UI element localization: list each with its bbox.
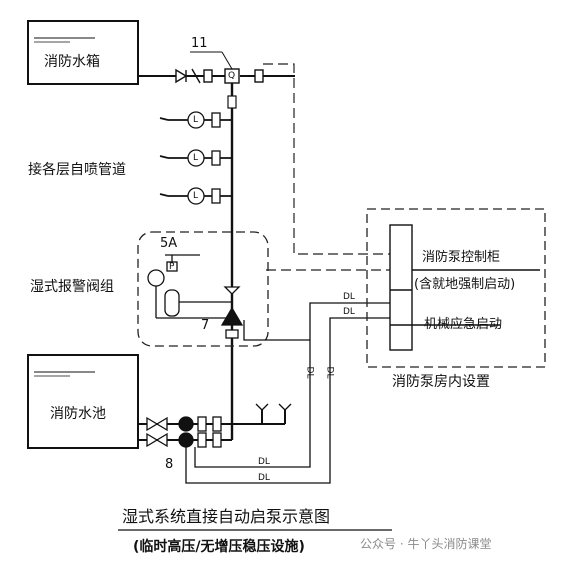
flow-switch-11: [190, 51, 264, 84]
dl-label-3: DL: [304, 366, 315, 379]
diagram-subtitle: (临时高压/无增压稳压设施): [133, 539, 305, 555]
alarm-valve-internals: [147, 254, 244, 339]
flow-indicator-3: L: [193, 191, 199, 201]
dl-label-2: DL: [343, 307, 355, 317]
signal-lines: [263, 63, 390, 271]
diagram-title: 湿式系统直接自动启泵示意图: [122, 507, 331, 526]
pump-control-cabinet-label: 消防泵控制柜: [422, 250, 501, 265]
control-cabinet: [389, 224, 540, 351]
pressure-switch-symbol: P: [169, 262, 175, 272]
marker-7: 7: [201, 318, 210, 333]
flow-switch-symbol: Q: [228, 71, 236, 81]
dl-cables: [185, 302, 390, 484]
pump-room-setup-label: 消防泵房内设置: [392, 374, 490, 390]
flow-indicator-1: L: [193, 115, 199, 125]
sprinkler-pipes-label: 接各层自喷管道: [28, 162, 126, 178]
marker-5a: 5A: [160, 236, 178, 251]
marker-8: 8: [165, 457, 174, 472]
dl-label-6: DL: [258, 473, 270, 483]
flow-indicator-2: L: [193, 153, 199, 163]
mechanical-emergency-start-label: 机械应急启动: [424, 317, 503, 332]
fire-pool: [27, 354, 139, 449]
water-tank-label: 消防水箱: [44, 54, 100, 70]
local-forced-start-label: (含就地强制启动): [414, 277, 516, 292]
pump-valves: [146, 403, 292, 448]
fire-pool-label: 消防水池: [50, 406, 106, 422]
check-valve: [175, 68, 213, 84]
dl-label-4: DL: [324, 366, 335, 379]
watermark: 公众号 · 牛丫头消防课堂: [360, 537, 492, 551]
branch-flow-indicators: [187, 111, 221, 205]
dl-label-5: DL: [258, 457, 270, 467]
dl-label-1: DL: [343, 292, 355, 302]
riser-valve: [227, 95, 237, 109]
alarm-valve-group-label: 湿式报警阀组: [30, 279, 114, 295]
marker-11: 11: [191, 36, 208, 51]
pump-room-boundary: [366, 208, 546, 368]
alarm-valve-group-boundary: [137, 231, 269, 347]
water-tank: [27, 20, 139, 85]
